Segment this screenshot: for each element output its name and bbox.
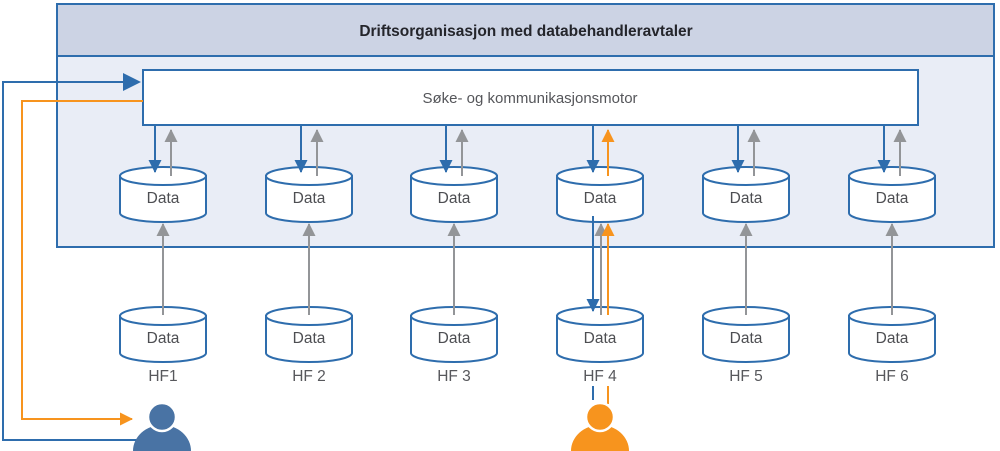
bottom-datastore-2: Data — [265, 306, 353, 363]
hf-label-5: HF 5 — [729, 368, 763, 385]
top-datastore-5: Data — [702, 166, 790, 223]
operations-container-header — [56, 3, 995, 57]
bottom-datastore-1: Data — [119, 306, 207, 363]
hf-label-1: HF1 — [148, 368, 177, 385]
response-line-orange — [21, 100, 143, 426]
datastore-label: Data — [730, 330, 763, 347]
bottom-datastore-5: Data — [702, 306, 790, 363]
hf-label-4: HF 4 — [583, 368, 617, 385]
top-datastore-6: Data — [848, 166, 936, 223]
datastore-label: Data — [438, 330, 471, 347]
datastore-label: Data — [584, 190, 617, 207]
query-line-blue — [2, 73, 145, 441]
datastore-label: Data — [147, 190, 180, 207]
person-icon-orange — [571, 401, 629, 451]
top-datastore-4: Data — [556, 166, 644, 223]
hf-label-2: HF 2 — [292, 368, 326, 385]
bottom-datastore-6: Data — [848, 306, 936, 363]
datastore-label: Data — [293, 330, 326, 347]
datastore-label: Data — [584, 330, 617, 347]
hf-label-3: HF 3 — [437, 368, 471, 385]
engine-label: Søke- og kommunikasjonsmotor — [422, 90, 637, 107]
datastore-label: Data — [293, 190, 326, 207]
top-datastore-2: Data — [265, 166, 353, 223]
datastore-label: Data — [876, 330, 909, 347]
datastore-label: Data — [876, 190, 909, 207]
datastore-label: Data — [730, 190, 763, 207]
bottom-datastore-4: Data — [556, 306, 644, 363]
person-icon-blue — [133, 401, 191, 451]
engine-box — [142, 69, 919, 126]
top-datastore-1: Data — [119, 166, 207, 223]
datastore-label: Data — [147, 330, 180, 347]
hf-label-6: HF 6 — [875, 368, 909, 385]
datastore-label: Data — [438, 190, 471, 207]
top-datastore-3: Data — [410, 166, 498, 223]
bottom-datastore-3: Data — [410, 306, 498, 363]
container-title: Driftsorganisasjon med databehandleravta… — [359, 23, 692, 40]
